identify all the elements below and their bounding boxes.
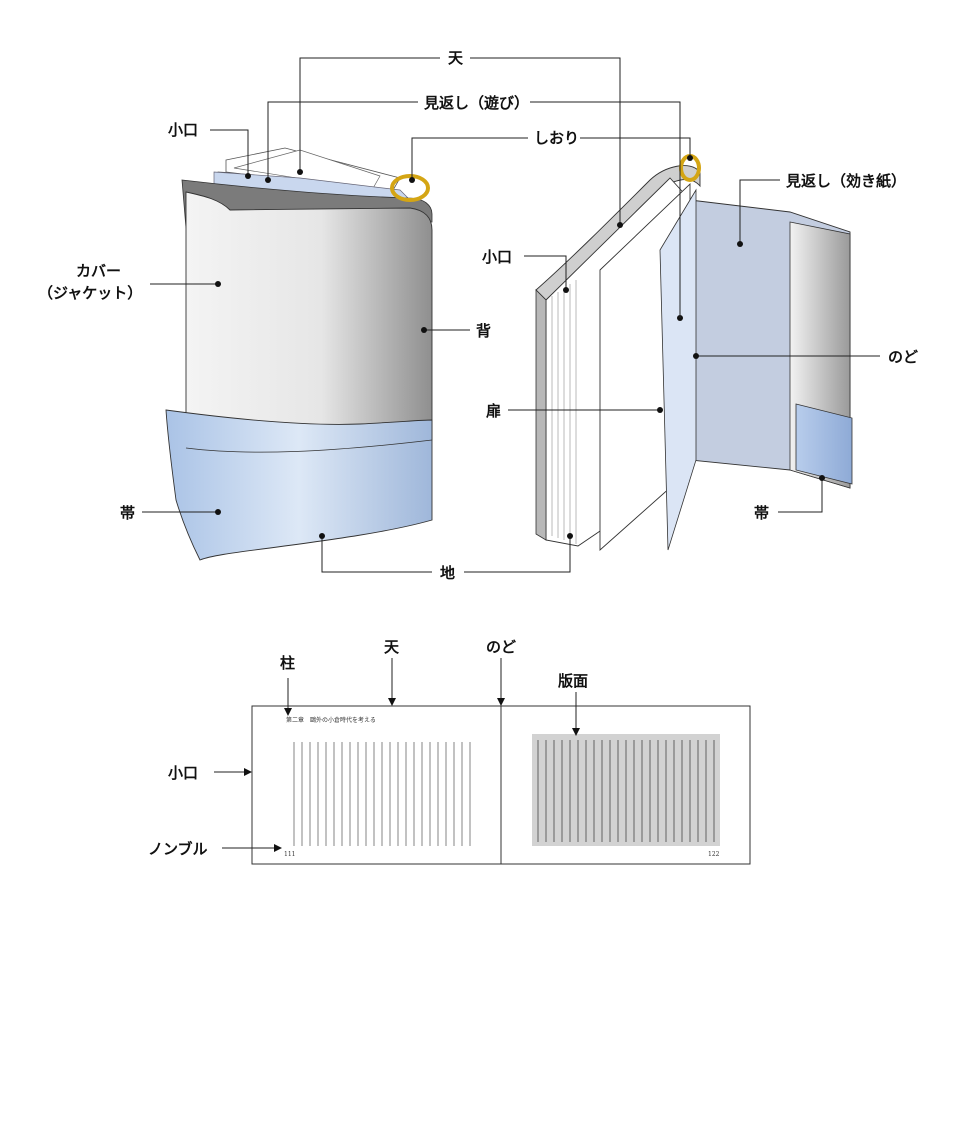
label-hanmen: 版面 [558,672,588,690]
label-nodo-bottom: のど [486,638,516,656]
label-koguchi-right: 小口 [482,248,512,266]
label-cover-2: （ジャケット） [38,284,142,302]
label-se: 背 [476,322,491,340]
label-mikaeshi-kikigami: 見返し（効き紙） [785,172,906,190]
label-cover-1: カバー [76,262,121,280]
bottom-leader-lines [214,658,580,852]
top-leader-lines [142,57,880,573]
label-koguchi-bottom: 小口 [168,764,198,782]
label-mikaeshi-asobi: 見返し（遊び） [423,94,529,112]
right-book-illustration [535,154,853,552]
label-hashira: 柱 [280,654,295,672]
page-number-right: 122 [708,851,720,858]
left-book-illustration [165,147,433,561]
label-tobira: 扉 [485,402,501,420]
running-head: 第二章 鷗外の小倉時代を考える [286,716,376,724]
label-obi: 帯 [120,504,135,522]
label-shiori: しおり [534,129,579,147]
page-number-left: 111 [284,851,295,858]
top-labels: 天 見返し（遊び） 小口 しおり カバー （ジャケット） 背 帯 地 小口 見返… [38,49,918,582]
label-ten: 天 [448,49,464,67]
label-obi-right: 帯 [754,504,769,522]
label-koguchi: 小口 [168,121,198,139]
bottom-labels: 柱 天 のど 版面 小口 ノンブル [148,638,588,858]
label-chi: 地 [440,564,455,582]
book-spread: 第二章 鷗外の小倉時代を考える [251,705,751,865]
label-nombre: ノンブル [148,840,208,858]
label-ten-bottom: 天 [384,638,400,656]
left-page-text [293,742,471,846]
right-page-text [537,740,715,842]
label-nodo: のど [888,348,918,366]
